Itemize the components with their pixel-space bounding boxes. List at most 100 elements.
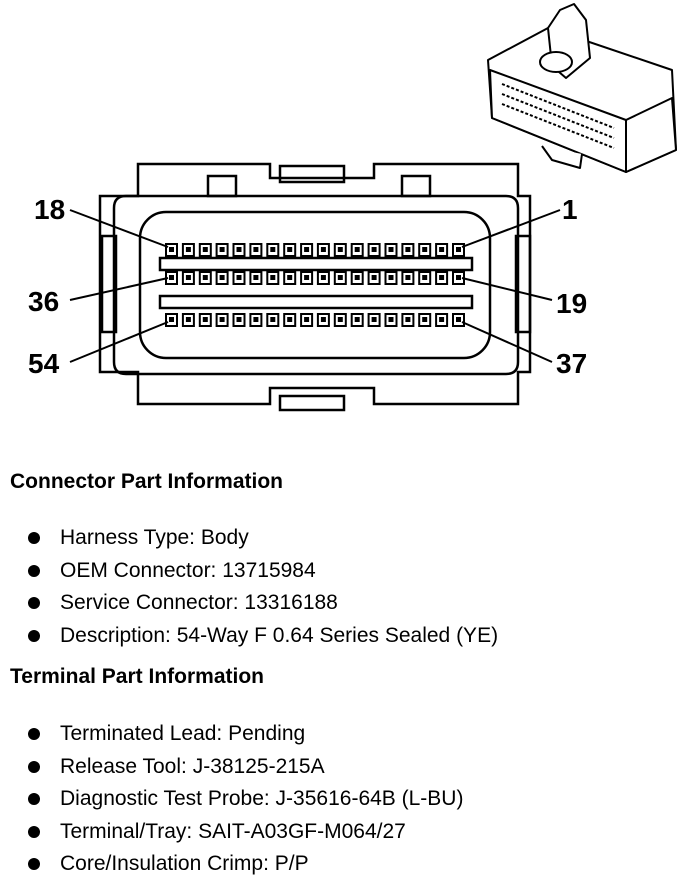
- connector-bottom-latch: [278, 394, 346, 412]
- list-item: Harness Type: Body: [28, 522, 498, 555]
- pin-contact: [185, 317, 191, 322]
- pin-contact: [456, 317, 461, 322]
- pin-contact: [219, 275, 225, 280]
- pin-contact: [169, 317, 174, 322]
- bullet-icon: [28, 629, 40, 642]
- pin-contact: [439, 247, 445, 252]
- pin-contact: [304, 247, 310, 252]
- pin-contact: [270, 317, 276, 322]
- leader-line-1: [461, 209, 561, 248]
- pin-contact: [185, 275, 191, 280]
- list-item: Core/Insulation Crimp: P/P: [28, 848, 463, 881]
- pin-contact: [236, 275, 242, 280]
- pin-contact: [320, 317, 326, 322]
- pin-contact: [202, 247, 208, 252]
- pin-contact: [219, 247, 225, 252]
- pin-row-divider-top: [158, 256, 474, 272]
- pin-contact: [185, 247, 191, 252]
- pin-contact: [371, 317, 377, 322]
- pin-contact: [320, 275, 326, 280]
- list-item: Diagnostic Test Probe: J-35616-64B (L-BU…: [28, 783, 463, 816]
- list-item-text: Harness Type: Body: [60, 526, 249, 550]
- pin-contact: [253, 275, 259, 280]
- pin-contact: [405, 275, 411, 280]
- pin-label-19: 19: [556, 288, 587, 319]
- bullet-icon: [28, 597, 40, 610]
- pin-contact: [253, 317, 259, 322]
- pin-label-1: 1: [562, 194, 578, 225]
- pin-leader-lines: [69, 209, 561, 363]
- connector-right-tab: [400, 174, 432, 198]
- pin-contact: [304, 275, 310, 280]
- leader-line-37: [461, 321, 553, 363]
- pin-label-37: 37: [556, 348, 587, 379]
- pin-contact: [337, 247, 343, 252]
- pin-contact: [287, 275, 293, 280]
- terminal-info-title: Terminal Part Information: [10, 665, 264, 688]
- connector-info-title: Connector Part Information: [10, 470, 284, 493]
- pin-contact: [388, 275, 394, 280]
- pin-contact: [304, 317, 310, 322]
- pin-contact: [354, 317, 360, 322]
- list-item: Service Connector: 13316188: [28, 587, 498, 620]
- pin-contact: [439, 317, 445, 322]
- list-item-text: Terminal/Tray: SAIT-A03GF-M064/27: [60, 819, 406, 843]
- pin-contact: [202, 275, 208, 280]
- pin-label-36: 36: [28, 286, 59, 317]
- bullet-icon: [28, 728, 40, 741]
- list-item: Terminal/Tray: SAIT-A03GF-M064/27: [28, 816, 463, 849]
- pin-contact: [405, 317, 411, 322]
- pin-contact: [371, 275, 377, 280]
- leader-line-18: [69, 209, 169, 248]
- list-item-text: OEM Connector: 13715984: [60, 558, 316, 582]
- pin-contact: [236, 317, 242, 322]
- connector-left-lock: [100, 234, 118, 334]
- pin-contact: [320, 247, 326, 252]
- pin-row-divider-bottom: [158, 294, 474, 310]
- pin-contact: [422, 247, 428, 252]
- bullet-icon: [28, 793, 40, 806]
- connector-right-lock: [514, 234, 532, 334]
- pin-contact: [405, 247, 411, 252]
- leader-line-19: [461, 277, 553, 301]
- pin-contact: [270, 275, 276, 280]
- leader-line-36: [69, 277, 169, 301]
- pin-contact: [354, 247, 360, 252]
- pin-label-18: 18: [34, 194, 65, 225]
- pin-row-bottom: [165, 313, 465, 327]
- list-item-text: Description: 54-Way F 0.64 Series Sealed…: [60, 623, 499, 647]
- bullet-icon: [28, 564, 40, 577]
- connector-top-latch: [278, 164, 346, 184]
- pin-contact: [287, 317, 293, 322]
- pin-contact: [287, 247, 293, 252]
- list-item-text: Service Connector: 13316188: [60, 591, 338, 615]
- bullet-icon: [28, 825, 40, 838]
- bullet-icon: [28, 532, 40, 545]
- list-item-text: Core/Insulation Crimp: P/P: [60, 852, 309, 876]
- connector-left-tab: [206, 174, 238, 198]
- connector-face-diagram: 18 1 36 19 54 37: [28, 3, 677, 412]
- pin-contact: [236, 247, 242, 252]
- list-item-text: Release Tool: J-38125-215A: [60, 754, 325, 778]
- pin-cavity-rows: [165, 243, 465, 327]
- pin-contact: [388, 317, 394, 322]
- pin-contact: [169, 275, 174, 280]
- bullet-icon: [28, 858, 40, 871]
- list-item: Description: 54-Way F 0.64 Series Sealed…: [28, 620, 498, 653]
- pin-contact: [337, 275, 343, 280]
- connector-inner-shell: [112, 194, 520, 376]
- pin-contact: [439, 275, 445, 280]
- list-item: OEM Connector: 13715984: [28, 555, 498, 588]
- pin-contact: [388, 247, 394, 252]
- pin-contact: [354, 275, 360, 280]
- pin-contact: [456, 247, 461, 252]
- pin-row-middle: [165, 271, 465, 285]
- connector-face: [98, 162, 532, 412]
- pin-contact: [202, 317, 208, 322]
- pin-label-54: 54: [28, 348, 60, 379]
- connector-info-list: Harness Type: Body OEM Connector: 137159…: [28, 522, 498, 652]
- pin-contact: [422, 275, 428, 280]
- bullet-icon: [28, 760, 40, 773]
- pin-contact: [253, 247, 259, 252]
- pin-contact: [219, 317, 225, 322]
